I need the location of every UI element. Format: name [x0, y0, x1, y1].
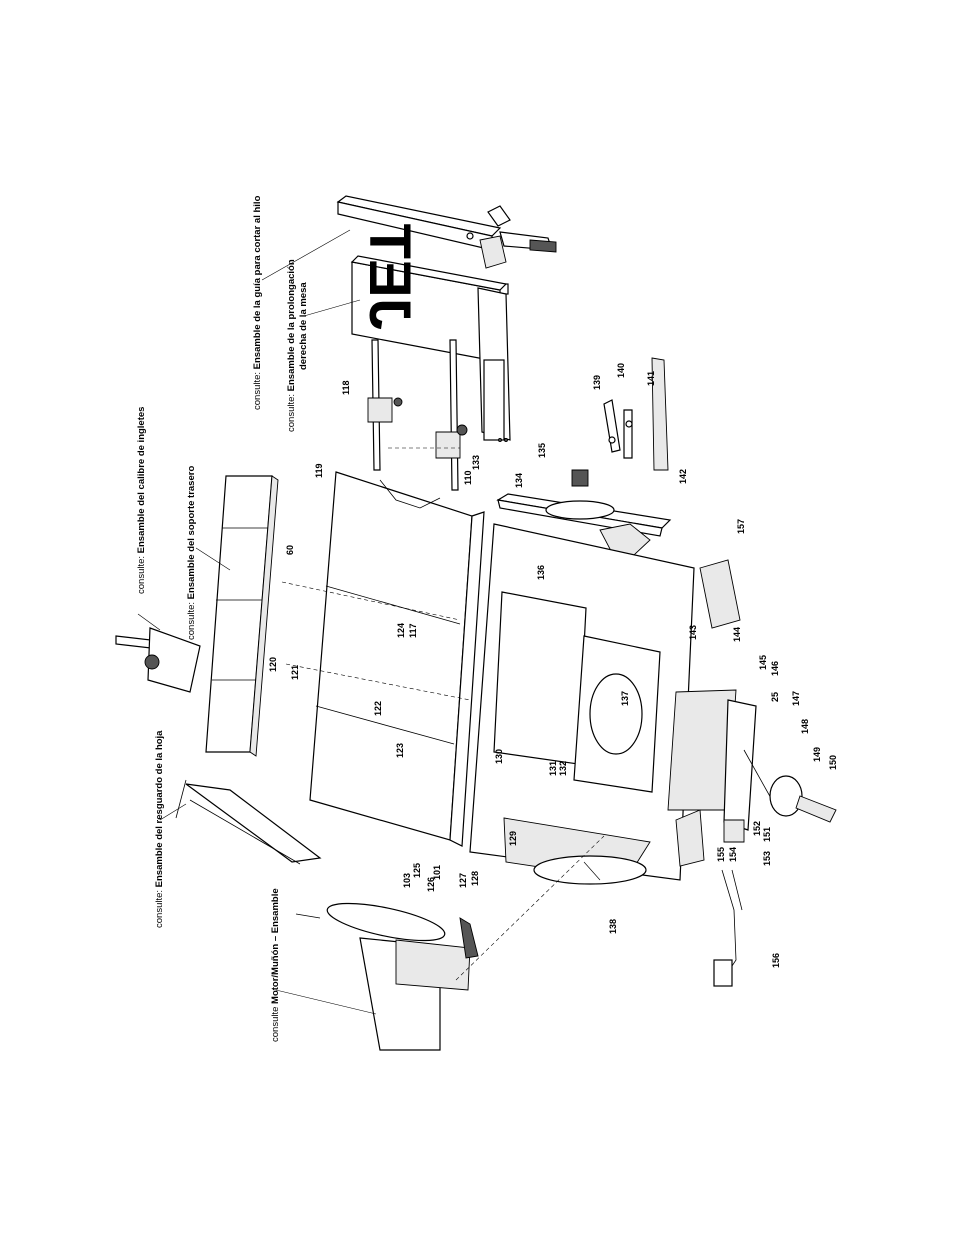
- assembly-guides: [281, 447, 605, 981]
- ref-rip-fence: consulte: Ensamble de la guía para corta…: [252, 195, 263, 410]
- handwheel-drawing: [723, 749, 837, 843]
- part-101: 101: [432, 865, 442, 880]
- part-131: 131: [548, 761, 558, 776]
- insert-plate-drawing: [496, 469, 672, 569]
- part-148: 148: [800, 719, 810, 734]
- part-155: 155: [716, 847, 726, 862]
- reference-leaders: [137, 229, 601, 1015]
- ref-right-extension: consulte: Ensamble de la prolongación: [286, 259, 297, 432]
- part-124: 124: [396, 623, 406, 638]
- blade-guard-drawing: [175, 779, 322, 865]
- brackets-drawing: [603, 357, 669, 471]
- part-141: 141: [646, 371, 656, 386]
- part-129: 129: [508, 831, 518, 846]
- part-135: 135: [537, 443, 547, 458]
- part-143: 143: [688, 625, 698, 640]
- part-140: 140: [616, 363, 626, 378]
- part-121: 121: [290, 665, 300, 680]
- part-119: 119: [314, 463, 324, 478]
- main-table-drawing: [309, 471, 485, 847]
- part-156: 156: [771, 953, 781, 968]
- part-133: 133: [471, 455, 481, 470]
- rail-brackets-drawing: [367, 339, 508, 491]
- part-132: 132: [558, 761, 568, 776]
- part-144: 144: [732, 627, 742, 642]
- part-120: 120: [268, 657, 278, 672]
- part-152: 152: [752, 821, 762, 836]
- ref-miter-gauge: consulte: Ensamble del calibre de inglet…: [136, 407, 147, 594]
- part-149: 149: [812, 747, 822, 762]
- part-137: 137: [620, 691, 630, 706]
- motor-trunnion-drawing: [295, 902, 479, 1051]
- part-25: 25: [770, 692, 780, 702]
- part-123: 123: [395, 743, 405, 758]
- part-60: 60: [285, 545, 295, 555]
- part-103: 103: [402, 873, 412, 888]
- part-130: 130: [494, 749, 504, 764]
- part-136: 136: [536, 565, 546, 580]
- part-118: 118: [341, 380, 351, 395]
- ref-blade-guard: consulte: Ensamble del resguardo de la h…: [154, 730, 165, 928]
- part-154: 154: [728, 847, 738, 862]
- part-157: 157: [736, 519, 746, 534]
- part-128: 128: [470, 871, 480, 886]
- part-142: 142: [678, 469, 688, 484]
- part-110: 110: [463, 470, 473, 485]
- part-127: 127: [458, 873, 468, 888]
- right-extension-drawing: JET: [350, 224, 511, 441]
- part-145: 145: [758, 655, 768, 670]
- ref-right-extension-line2: derecha de la mesa: [298, 282, 309, 370]
- part-147: 147: [791, 691, 801, 706]
- part-number-callouts: 118 110 133 119 135 134 139 140 141 142 …: [268, 363, 838, 968]
- part-122: 122: [373, 701, 383, 716]
- part-134: 134: [514, 473, 524, 488]
- rip-fence-drawing: [336, 195, 557, 295]
- part-146: 146: [770, 661, 780, 676]
- part-151: 151: [762, 827, 772, 842]
- part-126: 126: [426, 877, 436, 892]
- jet-logo-text: JET: [357, 224, 422, 330]
- miter-gauge-drawing: [115, 627, 201, 693]
- part-138: 138: [608, 919, 618, 934]
- part-153: 153: [762, 851, 772, 866]
- ref-motor-trunnion: consulte Motor/Muñón – Ensamble: [270, 888, 281, 1042]
- part-117: 117: [408, 623, 418, 638]
- part-125: 125: [412, 863, 422, 878]
- part-139: 139: [592, 375, 602, 390]
- cabinet-drawing: [469, 523, 757, 885]
- ref-rear-support: consulte: Ensamble del soporte trasero: [186, 466, 197, 640]
- power-cord-drawing: [713, 869, 743, 987]
- reference-labels: consulte: Ensamble de la guía para corta…: [136, 195, 309, 1042]
- rear-support-drawing: [205, 475, 279, 757]
- part-150: 150: [828, 755, 838, 770]
